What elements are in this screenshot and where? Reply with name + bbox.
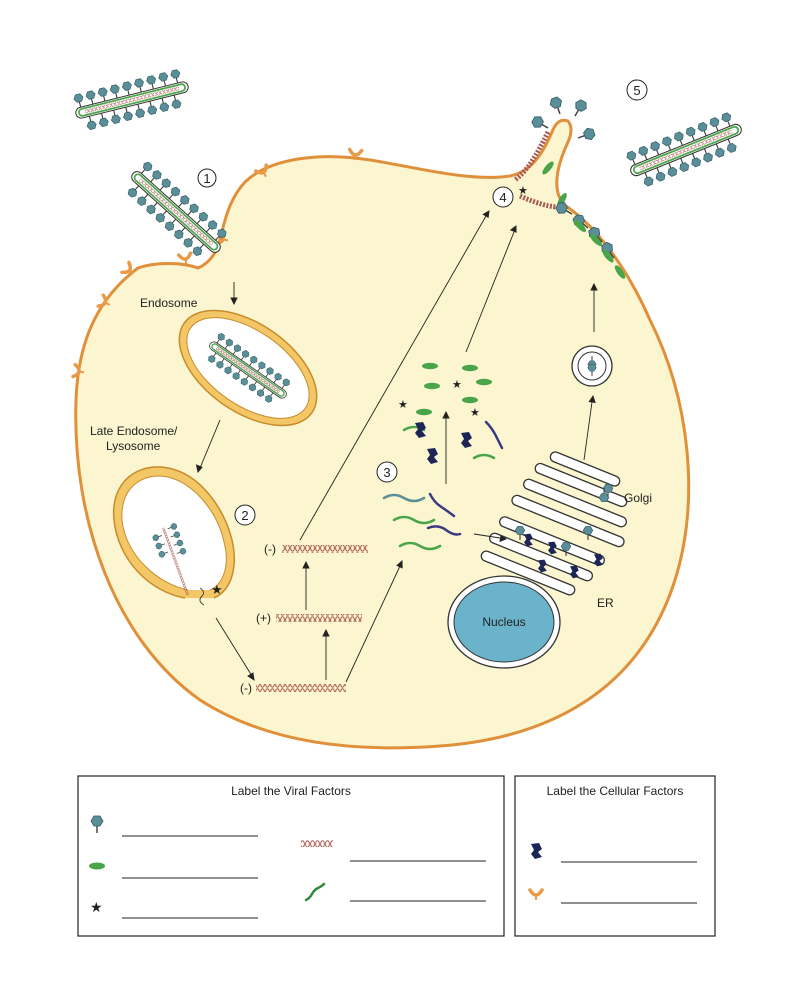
endoplasmic-reticulum: [480, 516, 605, 596]
cellular-legend-title: Label the Cellular Factors: [547, 784, 684, 798]
svg-text:★: ★: [398, 399, 408, 411]
matrix-proteins: [416, 362, 492, 416]
endosome-label: Endosome: [140, 296, 198, 310]
rna-negative-strand-top: [282, 545, 368, 553]
svg-text:1: 1: [203, 171, 210, 186]
mrna-icon: [304, 882, 326, 902]
rna-negative-strand-bottom: [256, 684, 346, 692]
virion-released: [624, 110, 748, 190]
svg-text:★: ★: [518, 185, 528, 197]
transport-vesicle: [571, 345, 613, 387]
matrix-protein-icon: [89, 862, 105, 870]
step-marker-1: 1: [197, 168, 217, 188]
step-marker-2: 2: [234, 504, 256, 526]
viral-legend-title: Label the Viral Factors: [231, 784, 351, 798]
svg-text:2: 2: [241, 508, 248, 523]
mrna-cluster: [382, 420, 504, 551]
late-endosome-label-line2: Lysosome: [106, 439, 161, 453]
nucleus: [447, 575, 561, 669]
virion-free: [71, 68, 192, 132]
nucleus-label: Nucleus: [482, 615, 525, 629]
neg-strand-label-bottom: (-): [240, 681, 252, 695]
er-label: ER: [597, 596, 614, 610]
step-marker-4: 4: [492, 186, 514, 208]
membrane-glycoproteins: [553, 199, 626, 279]
golgi-apparatus: [511, 451, 628, 548]
flow-arrows: [195, 210, 598, 683]
svg-text:5: 5: [633, 83, 640, 98]
neg-strand-label-top: (-): [264, 542, 276, 556]
pos-strand-label: (+): [256, 611, 271, 625]
svg-text:4: 4: [499, 190, 506, 205]
nucleocapsid-icon: [301, 840, 333, 847]
step-marker-5: 5: [626, 79, 648, 101]
polymerase-star-icon: ★: [211, 582, 223, 597]
late-endosome-label-line1: Late Endosome/: [90, 424, 178, 438]
polymerase-star-icon: ★: [90, 899, 103, 915]
polymerase-stars: ★ ★ ★ ★: [398, 185, 528, 419]
rna-positive-strand: [276, 614, 362, 622]
late-endosome: [112, 466, 235, 606]
golgi-label: Golgi: [624, 491, 652, 505]
svg-text:3: 3: [383, 465, 390, 480]
cellular-factors-legend: Label the Cellular Factors: [514, 775, 716, 937]
svg-text:★: ★: [470, 407, 480, 419]
viral-factors-legend: Label the Viral Factors ★: [77, 775, 505, 937]
svg-text:★: ★: [452, 379, 462, 391]
step-marker-3: 3: [376, 461, 398, 483]
endosome: [178, 309, 318, 427]
